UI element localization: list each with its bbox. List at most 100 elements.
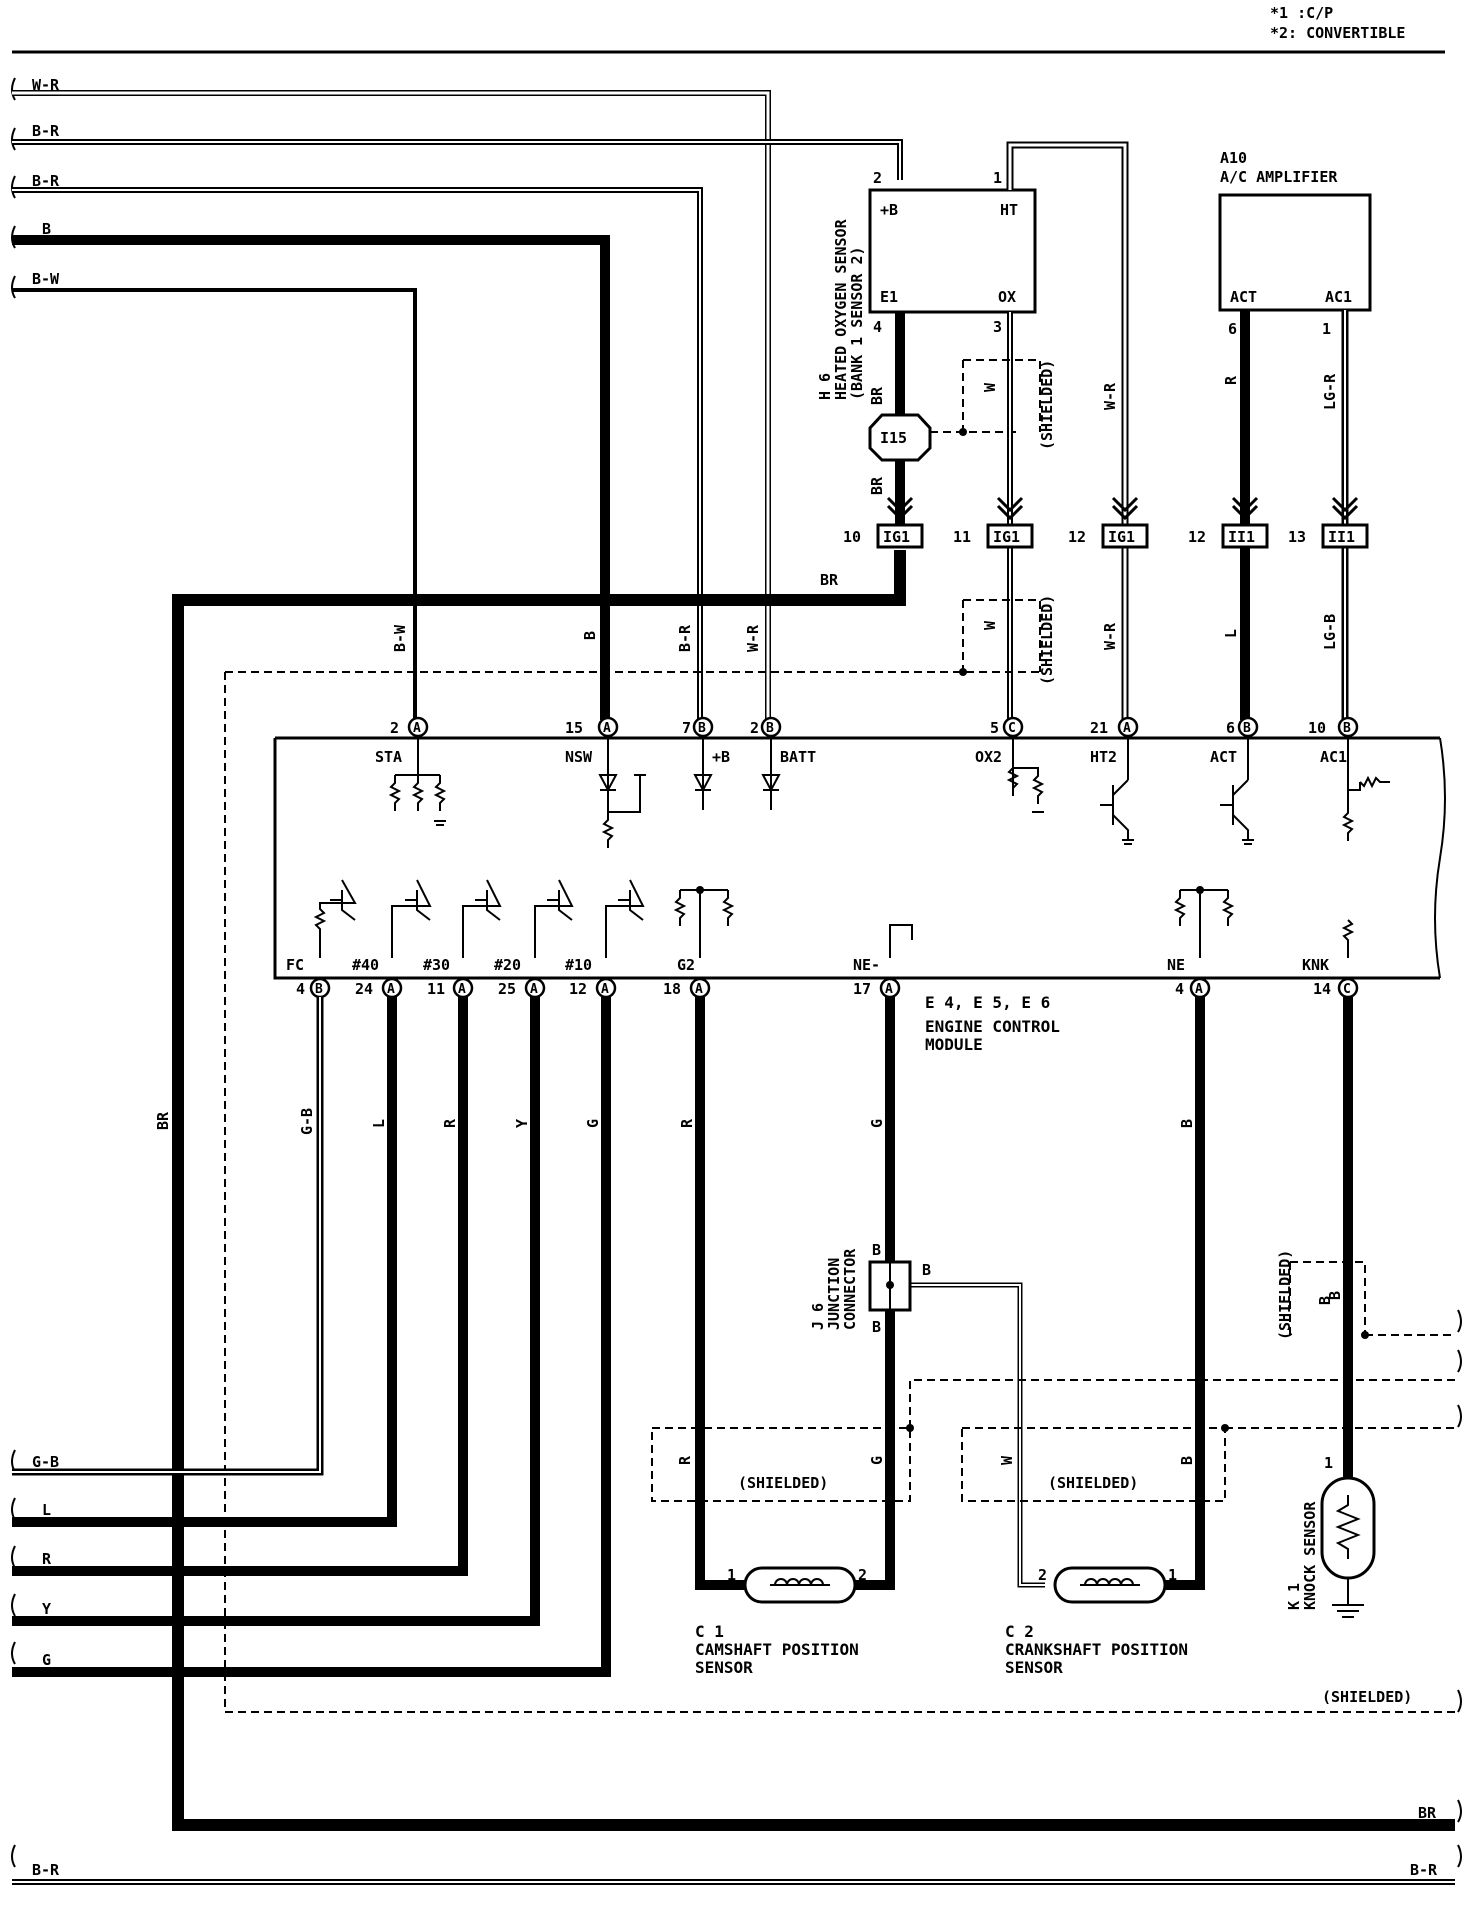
svg-text:J 6: J 6 <box>809 1303 827 1330</box>
left-wire-r: R <box>42 1550 52 1568</box>
left-wire-y: Y <box>42 1600 51 1618</box>
left-wire-gb: G-B <box>32 1453 59 1471</box>
ecm-bot-n9: 14 <box>1313 980 1331 998</box>
ecm-bot-c6: A <box>695 982 703 997</box>
ox-shield-dot <box>959 668 967 676</box>
ecm-top-n8: 10 <box>1308 719 1326 737</box>
ecm-bot-c1: B <box>315 982 323 997</box>
ecm-bot-c7: A <box>885 982 893 997</box>
ecm-internal-top <box>388 736 1390 848</box>
a10-id: A10 <box>1220 149 1247 167</box>
j6-b-bottom: B <box>872 1318 881 1336</box>
ecm-pin-sta: STA <box>375 748 402 766</box>
j6-dot <box>886 1281 894 1289</box>
conn-1-num: 10 <box>843 528 861 546</box>
conn-1-name: IG1 <box>883 528 910 546</box>
left-wire-g: G <box>42 1651 51 1669</box>
top-wires <box>12 90 903 720</box>
svg-text:W-R: W-R <box>1101 622 1119 650</box>
ecm-pin-ht2: HT2 <box>1090 748 1117 766</box>
ecm-top-n7: 6 <box>1226 719 1235 737</box>
conn-4-name: II1 <box>1228 528 1255 546</box>
ecm-bot-c8: A <box>1195 982 1203 997</box>
wire-label-br1: B-R <box>32 122 60 140</box>
svg-text:G: G <box>584 1119 602 1128</box>
ecm-pin-ne: NE <box>1167 956 1185 974</box>
shield-label-c1: (SHIELDED) <box>738 1474 828 1492</box>
a10-pin-act: ACT <box>1230 288 1257 306</box>
ecm-bot-n1: 4 <box>296 980 305 998</box>
ecm-bot-n8: 4 <box>1175 980 1184 998</box>
svg-text:LG-B: LG-B <box>1321 614 1339 650</box>
ecm-pin-knk: KNK <box>1302 956 1329 974</box>
ecm-bot-n6: 18 <box>663 980 681 998</box>
ox-shield <box>224 359 1455 1713</box>
lower-wire-colors: G-B L R Y G R G B B <box>298 1108 1344 1300</box>
h6-pin-ox: OX <box>998 288 1016 306</box>
ecm-pin-b: +B <box>712 748 730 766</box>
ecm-pin-act: ACT <box>1210 748 1237 766</box>
c1-pin-2: 2 <box>858 1566 867 1584</box>
svg-text:CONNECTOR: CONNECTOR <box>841 1248 859 1330</box>
bottom-br-left: B-R <box>32 1861 60 1879</box>
br-wire <box>172 312 1455 1831</box>
wire-label-wr: W-R <box>32 76 60 94</box>
ecm-bot-n4: 25 <box>498 980 516 998</box>
svg-text:W: W <box>981 620 999 630</box>
svg-text:R: R <box>678 1118 696 1128</box>
svg-text:(SHIELDED): (SHIELDED) <box>1038 360 1056 450</box>
ecm-top-n3: 7 <box>682 719 691 737</box>
ecm-label-1: ENGINE CONTROL <box>925 1017 1060 1036</box>
svg-text:BR: BR <box>820 571 839 589</box>
conn-4-num: 12 <box>1188 528 1206 546</box>
svg-text:G-B: G-B <box>298 1108 316 1135</box>
j6-b-top: B <box>872 1241 881 1259</box>
ecm-top-c8: B <box>1343 721 1351 736</box>
ecm-bot-n5: 12 <box>569 980 587 998</box>
ecm-bot-n3: 11 <box>427 980 445 998</box>
connector-boxes <box>876 523 1369 549</box>
a10-wires <box>1240 310 1349 720</box>
svg-text:R: R <box>676 1455 694 1465</box>
svg-text:L: L <box>1222 629 1240 638</box>
svg-text:H 6: H 6 <box>816 373 834 400</box>
c1-name-2: SENSOR <box>695 1658 753 1677</box>
svg-text:BR: BR <box>868 476 886 495</box>
svg-text:L: L <box>370 1119 388 1128</box>
svg-text:(SHIELDED): (SHIELDED) <box>1038 595 1056 685</box>
g2-dot <box>696 886 704 894</box>
shield-dot-c1 <box>906 1424 914 1432</box>
shield-dot-k1 <box>1361 1331 1369 1339</box>
connector-chevrons <box>886 496 1359 521</box>
ecm-top-n2: 15 <box>565 719 583 737</box>
h6-num-2: 2 <box>873 169 882 187</box>
a10-name: A/C AMPLIFIER <box>1220 168 1338 186</box>
c2-name-1: CRANKSHAFT POSITION <box>1005 1640 1188 1659</box>
ecm-pin-fc: FC <box>286 956 304 974</box>
svg-text:B: B <box>1178 1456 1196 1465</box>
ecm-bot-c3: A <box>458 982 466 997</box>
ecm-top-c5: C <box>1008 721 1016 736</box>
h6-pin-e1: E1 <box>880 288 898 306</box>
shield-wire-labels: R G W B B <box>676 1296 1334 1465</box>
ht-wire <box>1006 141 1129 720</box>
conn-2-num: 11 <box>953 528 971 546</box>
svg-text:K 1: K 1 <box>1285 1583 1303 1610</box>
svg-text:B: B <box>1316 1296 1334 1305</box>
c1-id: C 1 <box>695 1622 724 1641</box>
svg-text:Y: Y <box>513 1119 531 1128</box>
shield-dot-c2 <box>1221 1424 1229 1432</box>
svg-text:W-R: W-R <box>1101 382 1119 410</box>
left-wire-l: L <box>42 1501 51 1519</box>
bottom-br-right: B-R <box>1410 1861 1438 1879</box>
svg-text:W: W <box>981 382 999 392</box>
shield-label-bottom: (SHIELDED) <box>1322 1688 1412 1706</box>
c2-pin-1: 1 <box>1168 1566 1177 1584</box>
wire-label-br2: B-R <box>32 172 60 190</box>
ecm-label-2: MODULE <box>925 1035 983 1054</box>
svg-text:HEATED OXYGEN SENSOR: HEATED OXYGEN SENSOR <box>832 218 850 400</box>
ecm-pin-10: #10 <box>565 956 592 974</box>
k1-sensor <box>1320 1445 1376 1618</box>
svg-text:B-R: B-R <box>676 624 694 652</box>
conn-3-name: IG1 <box>1108 528 1135 546</box>
